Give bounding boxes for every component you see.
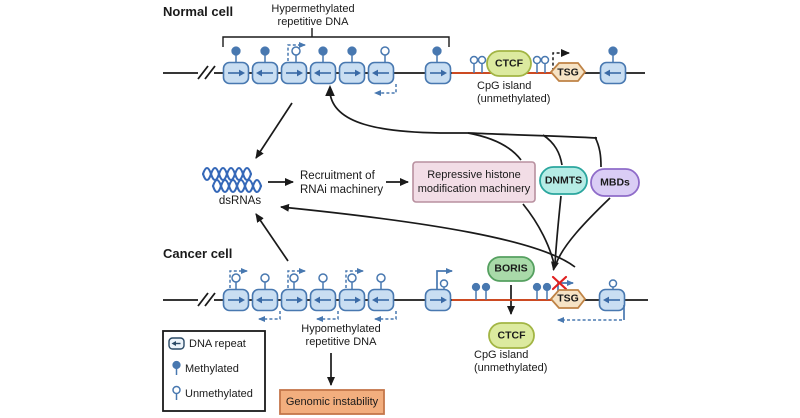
tsg-label-cancer: TSG [557,292,579,305]
tsg-label-normal: TSG [557,66,579,78]
unmethylated-mark [532,55,542,74]
legend-item-dna-repeat: DNA repeat [189,338,246,350]
ctcf-label-normal: CTCF [495,57,523,70]
legend-item-unmethylated: Unmethylated [185,388,253,400]
repressive-machinery-label: Repressive histone modification machiner… [417,169,531,195]
methylated-mark [481,282,491,301]
boris-label: BORIS [494,262,528,275]
methylated-mark [347,46,357,64]
arrow-network [255,85,611,386]
unmethylated-mark [477,55,487,74]
unmethylated-mark [608,279,618,291]
normal-dna-strand [163,28,645,96]
red-x-icon [551,275,568,291]
dna-repeat-box [367,61,395,85]
unmethylated-mark [231,273,241,291]
methylated-icon [172,360,181,375]
unmethylated-mark [291,46,301,64]
methylated-mark [231,46,241,64]
strand-break-icon [197,292,216,307]
bracket [222,28,450,47]
dna-repeat-box [424,61,452,85]
unmethylated-mark [318,273,328,291]
methylated-mark [432,46,442,64]
cpg-island-label-normal: CpG island (unmethylated) [477,80,551,105]
hypermethylated-label: Hypermethylated repetitive DNA [271,3,355,28]
genomic-instability-label: Genomic instability [285,396,379,408]
unmethylated-mark [380,46,390,64]
dashed-transcript-arrow [287,42,306,61]
dashed-transcript-arrow [345,268,364,288]
unmethylated-mark [540,55,550,74]
arrow-machinery-to-normal-repeats [329,92,598,139]
mbds-pill [590,168,640,197]
dna-repeat-box [338,288,366,312]
cancer-cell-heading: Cancer cell [163,246,233,261]
unmethylated-mark [347,273,357,291]
dna-repeat-box [309,61,337,85]
dna-repeat-box [251,288,279,312]
dna-repeat-box [599,61,627,85]
repressive-machinery-box [412,161,536,203]
unmethylated-mark [289,273,299,291]
dna-repeat-icon [168,337,185,350]
dna-repeat-box [251,61,279,85]
ctcf-pill-cancer [488,322,535,349]
dashed-transcript-arrow [258,311,281,322]
middle-pathway [201,161,640,203]
methylated-mark [318,46,328,64]
poised-transcription-arrow [552,49,570,71]
dna-repeat-box [222,288,250,312]
dna-repeat-box [280,288,308,312]
legend-item-methylated: Methylated [185,363,239,375]
tsg-hexagon-cancer [549,289,587,309]
active-transcription-arrow [436,268,453,289]
dna-repeat-box [280,61,308,85]
dashed-transcript-arrow [229,268,248,288]
unmethylated-mark [439,279,449,291]
dashed-transcript-arrow [374,84,397,96]
ctcf-pill-normal [486,50,532,77]
methylated-mark [608,46,618,64]
unmethylated-mark [260,273,270,291]
hypomethylated-label: Hypomethylated repetitive DNA [301,323,381,348]
dnmts-label: DNMTS [544,174,583,186]
boris-pill [487,256,535,282]
arrow-cancer-repeats-to-dsrna [255,213,289,262]
unmethylated-mark [469,55,479,74]
dna-repeat-box [367,288,395,312]
normal-cell-heading: Normal cell [163,4,234,19]
recruitment-label: Recruitment of RNAi machinery [300,170,384,196]
methylated-mark [471,282,481,301]
mbds-label: MBDs [600,176,630,188]
arrow-repeats-to-dsrna [255,102,293,159]
dna-repeat-box [598,288,626,312]
genomic-instability-box [279,389,385,415]
dna-repeat-box [309,288,337,312]
arrow-tsg-transcripts-to-dsrna [280,203,576,268]
unmethylated-mark [376,273,386,291]
unmethylated-icon [172,385,181,400]
dsrnas-label: dsRNAs [218,195,262,207]
dashed-transcript-arrow [374,311,397,322]
dashed-transcript-arrow [287,268,306,288]
strand-break-icon [197,65,216,80]
legend [162,330,266,412]
cpg-island-label-cancer: CpG island (unmethylated) [474,349,548,374]
dashed-transcript-arrow [316,311,339,322]
cancer-dna-strand [163,256,648,415]
dna-repeat-box [222,61,250,85]
methylated-mark [260,46,270,64]
dsrna-icon [201,166,263,194]
methylated-mark [532,282,542,301]
ctcf-label-cancer: CTCF [497,329,526,342]
tsg-hexagon-normal [549,62,587,82]
dna-repeat-box [338,61,366,85]
methylated-mark [542,282,552,301]
dna-repeat-box [424,288,452,312]
arrow-machinery-to-cancer-cpg [522,203,555,265]
dnmts-pill [539,166,588,195]
